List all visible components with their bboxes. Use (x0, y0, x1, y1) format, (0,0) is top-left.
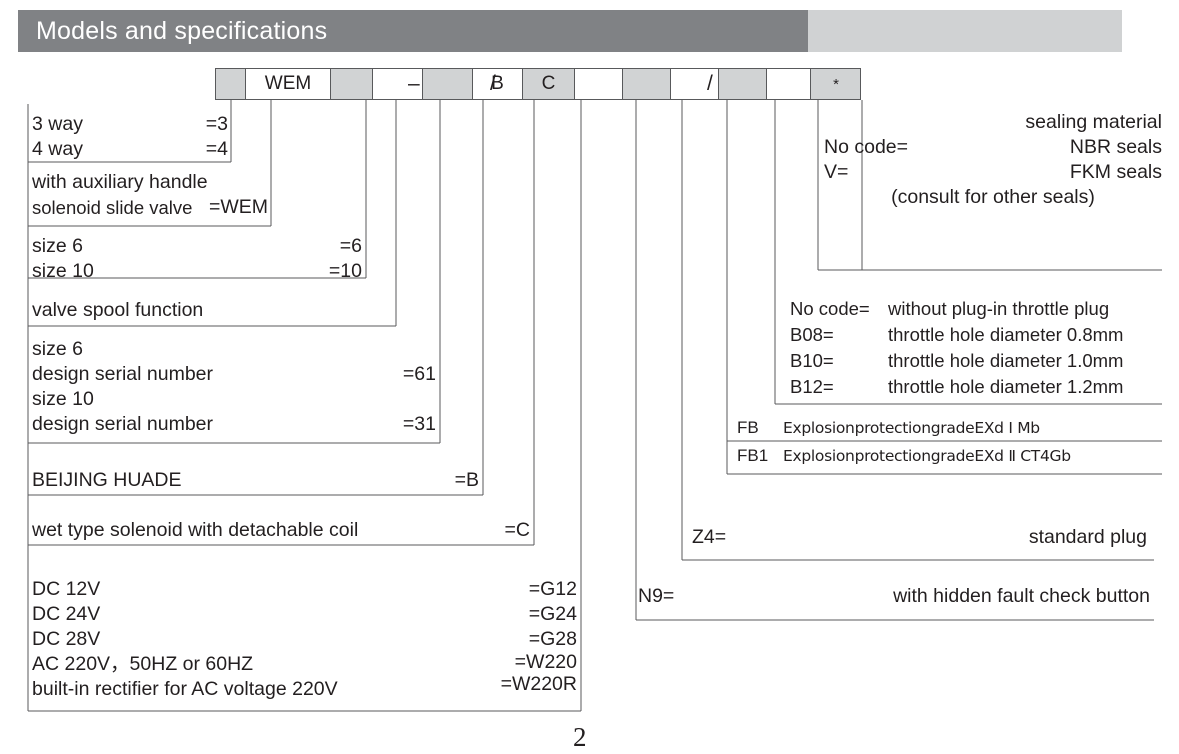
block-throttle: No code= without plug-in throttle plug B… (790, 296, 1162, 400)
spool-row: valve spool function (32, 299, 204, 321)
block-sealing: sealing material No code= NBR seals V= F… (824, 110, 1162, 210)
voltage-row: DC 24V =G24 (32, 603, 577, 625)
code-cell-wem: WEM (246, 69, 331, 99)
sealing-row: V= FKM seals (824, 161, 1162, 183)
page-title: Models and specifications (36, 17, 328, 45)
block-solenoid: wet type solenoid with detachable coil =… (32, 518, 530, 543)
valve-type-line2: solenoid slide valve =WEM (32, 196, 268, 218)
block-serial: size 6 design serial number =61 size 10 … (32, 337, 436, 437)
block-spool: valve spool function (32, 298, 392, 323)
size-row: size 6 =6 (32, 235, 362, 257)
voltage-row: built-in rectifier for AC voltage 220V =… (32, 673, 577, 700)
ways-row: 3 way =3 (32, 113, 228, 135)
sealing-note: (consult for other seals) (891, 186, 1095, 208)
code-cell-11 (719, 69, 767, 99)
code-cell-4 (373, 69, 423, 99)
code-cell-5 (423, 69, 473, 99)
block-size: size 6 =6 size 10 =10 (32, 234, 362, 284)
fault-row: N9= with hidden fault check button (638, 585, 1150, 607)
block-voltage: DC 12V =G12 DC 24V =G24 DC 28V =G28 AC 2… (32, 577, 577, 702)
serial-row: design serial number =31 (32, 413, 436, 435)
code-cell-9 (623, 69, 671, 99)
code-cell-1 (216, 69, 246, 99)
explosion-row: FB ExplosionprotectiongradeEXd Ⅰ Mb (737, 418, 1040, 437)
sealing-row: No code= NBR seals (824, 136, 1162, 158)
code-cell-8 (575, 69, 623, 99)
code-cell-13 (811, 69, 812, 99)
size-row: size 10 =10 (32, 260, 362, 282)
throttle-row: B10= throttle hole diameter 1.0mm (790, 350, 1124, 371)
header-bar-light (808, 10, 1122, 52)
explosion-row: FB1 ExplosionprotectiongradeEXd Ⅱ CT4Gb (737, 446, 1071, 465)
maker-row: BEIJING HUADE =B (32, 469, 479, 491)
block-plug: Z4= standard plug (692, 525, 1147, 550)
sealing-title: sealing material (1025, 111, 1162, 133)
ways-row: 4 way =4 (32, 138, 228, 160)
block-fault: N9= with hidden fault check button (638, 584, 1150, 609)
block-ways: 3 way =3 4 way =4 (32, 112, 228, 162)
model-code-strip: WEM B C * (215, 68, 861, 100)
valve-type-line1: with auxiliary handle (32, 171, 208, 193)
code-cell-12 (767, 69, 811, 99)
code-cell-b: B (473, 69, 523, 99)
header-bar-dark (18, 10, 808, 52)
serial-row: size 10 (32, 388, 94, 410)
block-explosion: FB ExplosionprotectiongradeEXd Ⅰ Mb FB1 … (737, 413, 1162, 469)
block-valve-type: with auxiliary handle solenoid slide val… (32, 170, 268, 220)
throttle-row: B12= throttle hole diameter 1.2mm (790, 376, 1124, 397)
code-cell-10 (671, 69, 719, 99)
code-cell-c: C (523, 69, 575, 99)
plug-row: Z4= standard plug (692, 526, 1147, 548)
code-cell-star: * (812, 69, 860, 99)
page-number: 2 (573, 722, 587, 752)
code-cell-3 (331, 69, 373, 99)
voltage-row: DC 28V =G28 (32, 628, 577, 650)
throttle-row: B08= throttle hole diameter 0.8mm (790, 324, 1124, 345)
solenoid-row: wet type solenoid with detachable coil =… (32, 519, 530, 541)
throttle-row: No code= without plug-in throttle plug (790, 298, 1110, 319)
voltage-row: DC 12V =G12 (32, 578, 577, 600)
serial-row: design serial number =61 (32, 363, 436, 385)
block-maker: BEIJING HUADE =B (32, 468, 479, 493)
voltage-row: AC 220V，50HZ or 60HZ =W220 (32, 651, 577, 675)
serial-row: size 6 (32, 338, 83, 360)
